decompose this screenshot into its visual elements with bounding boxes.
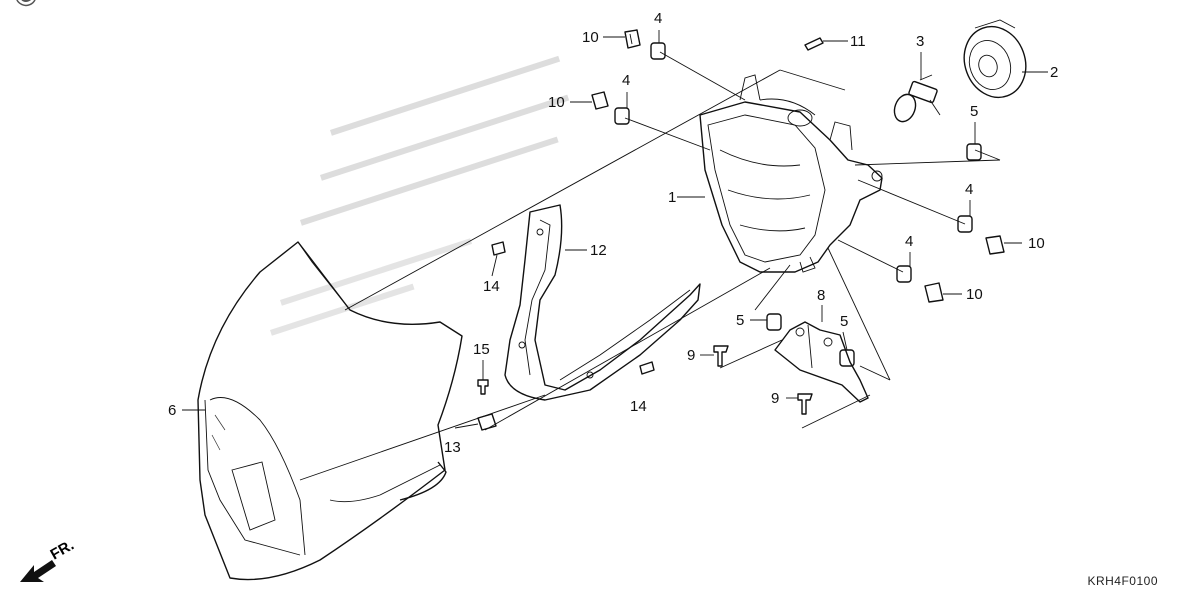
clip-14b bbox=[639, 361, 655, 375]
callout-10b: 10 bbox=[548, 94, 565, 111]
callout-10c: 10 bbox=[1028, 235, 1045, 252]
headlight-unit bbox=[699, 74, 883, 273]
grommet-4b bbox=[614, 107, 630, 125]
grommet-4a bbox=[650, 42, 666, 60]
callout-5c: 5 bbox=[840, 313, 848, 330]
socket-cover bbox=[963, 19, 1027, 99]
front-arrow: FR. bbox=[20, 537, 77, 582]
callout-14b: 14 bbox=[630, 398, 647, 415]
front-arrow-label: FR. bbox=[48, 537, 77, 564]
screw-11 bbox=[804, 37, 824, 51]
callout-10a: 10 bbox=[582, 29, 599, 46]
headlight-bulb bbox=[893, 74, 941, 123]
assembly-leader-lines bbox=[299, 69, 846, 481]
screw-15 bbox=[477, 379, 489, 395]
diagram-code: KRH4F0100 bbox=[1087, 574, 1158, 588]
callout-12: 12 bbox=[590, 242, 607, 259]
collar-5b bbox=[766, 313, 782, 331]
callout-6: 6 bbox=[168, 402, 176, 419]
callout-4a: 4 bbox=[654, 10, 662, 27]
clip-14a bbox=[491, 241, 506, 256]
callout-8: 8 bbox=[817, 287, 825, 304]
callout-leaders bbox=[182, 30, 1048, 429]
callout-4c: 4 bbox=[965, 181, 973, 198]
hardware-small-parts bbox=[477, 29, 1005, 431]
callout-15: 15 bbox=[473, 341, 490, 358]
headlight-stay-bracket bbox=[504, 204, 701, 401]
grommet-4d bbox=[896, 265, 912, 283]
bolt-10d bbox=[924, 282, 944, 303]
callout-11: 11 bbox=[850, 33, 866, 50]
callout-14a: 14 bbox=[483, 278, 500, 295]
callout-4d: 4 bbox=[905, 233, 913, 250]
screw-9a bbox=[713, 345, 729, 367]
callout-9a: 9 bbox=[687, 347, 695, 364]
callout-3: 3 bbox=[916, 33, 924, 50]
callout-5b: 5 bbox=[736, 312, 744, 329]
callout-5a: 5 bbox=[970, 103, 978, 120]
callout-4b: 4 bbox=[622, 72, 630, 89]
screw-9b bbox=[797, 393, 813, 415]
callout-2: 2 bbox=[1050, 64, 1058, 81]
callout-1: 1 bbox=[668, 189, 676, 206]
callout-numbers: 1 2 3 4 4 4 4 5 5 5 6 8 9 9 10 10 10 10 … bbox=[168, 10, 1058, 456]
stipple-shading bbox=[270, 55, 570, 336]
nut-13 bbox=[477, 413, 497, 431]
callout-9b: 9 bbox=[771, 390, 779, 407]
lower-bracket bbox=[774, 321, 869, 403]
bolt-10b bbox=[591, 91, 609, 110]
callout-13: 13 bbox=[444, 439, 461, 456]
grommet-4c bbox=[957, 215, 973, 233]
bolt-10c bbox=[985, 235, 1005, 255]
headlight-visor bbox=[197, 241, 463, 581]
callout-10d: 10 bbox=[966, 286, 983, 303]
bolt-10a bbox=[624, 29, 641, 49]
